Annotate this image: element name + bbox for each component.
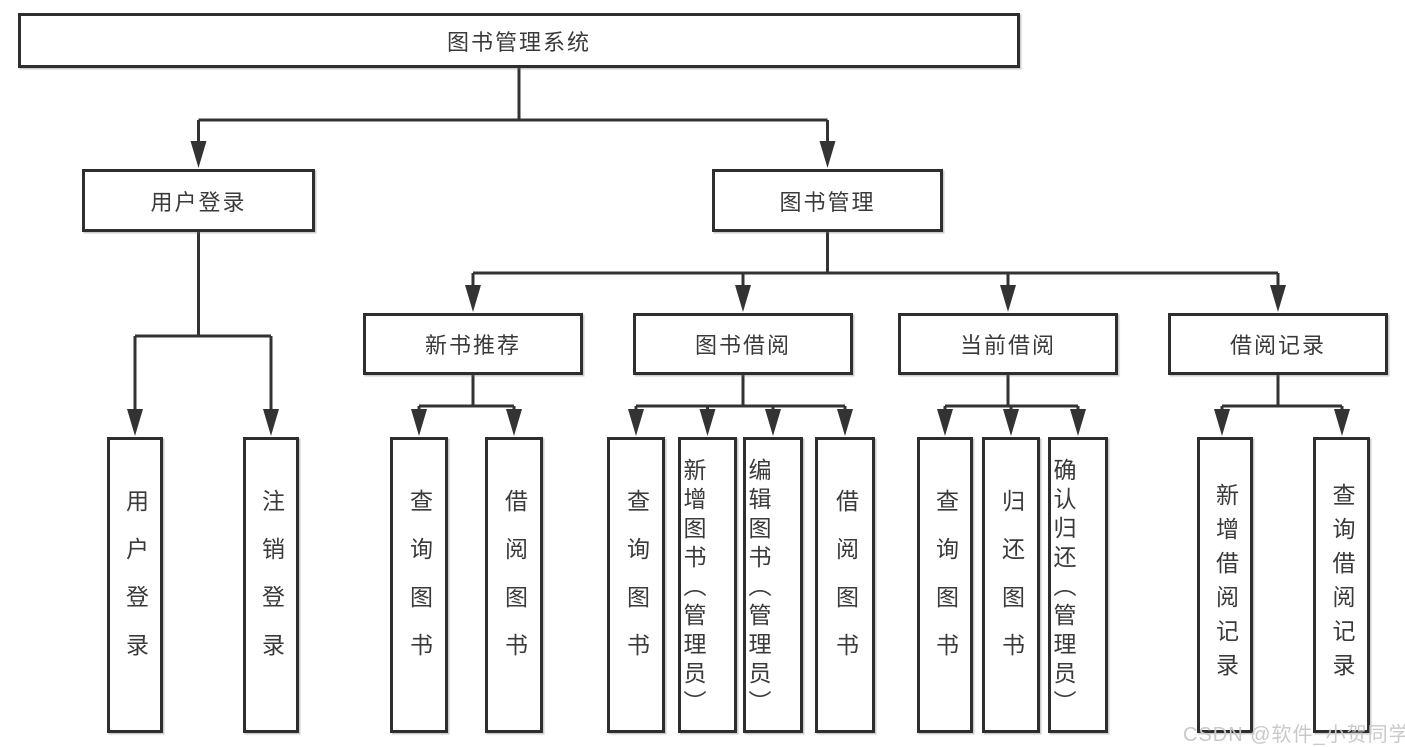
leaf-borrow-books-borrowing: 借阅图书 — [815, 437, 875, 733]
arrowheads — [127, 141, 1350, 436]
node-book-management: 图书管理 — [712, 169, 943, 232]
leaf-edit-books-admin-label: 编辑图书（管理员） — [745, 458, 771, 719]
leaf-query-books-recommend: 查询图书 — [390, 437, 448, 733]
leaf-borrow-books-recommend: 借阅图书 — [485, 437, 543, 733]
node-book-borrowing-label: 图书借阅 — [694, 333, 791, 358]
leaf-return-books: 归还图书 — [982, 437, 1040, 733]
node-root: 图书管理系统 — [18, 13, 1020, 68]
leaf-borrow-books-recommend-label: 借阅图书 — [501, 489, 528, 681]
leaf-logout-label: 注销登录 — [258, 489, 285, 681]
leaf-add-borrow-record-label: 新增借阅记录 — [1212, 483, 1239, 687]
leaf-confirm-return-admin-label: 确认归还（管理员） — [1050, 458, 1076, 719]
leaf-query-books-borrowing-label: 查询图书 — [623, 489, 650, 681]
leaf-query-books-current-label: 查询图书 — [932, 489, 959, 681]
leaf-query-borrow-record: 查询借阅记录 — [1313, 437, 1370, 733]
node-current-borrowing-label: 当前借阅 — [959, 333, 1056, 358]
node-user-login: 用户登录 — [82, 169, 315, 232]
leaf-borrow-books-borrowing-label: 借阅图书 — [832, 489, 859, 681]
node-root-label: 图书管理系统 — [446, 29, 591, 55]
leaf-logout: 注销登录 — [243, 437, 299, 733]
node-borrowing-records-label: 借阅记录 — [1229, 333, 1326, 358]
leaf-user-login: 用户登录 — [107, 437, 163, 733]
node-book-management-label: 图书管理 — [779, 189, 876, 215]
leaf-add-borrow-record: 新增借阅记录 — [1197, 437, 1253, 733]
leaf-return-books-label: 归还图书 — [998, 489, 1025, 681]
node-new-book-recommend: 新书推荐 — [363, 313, 583, 375]
leaf-edit-books-admin: 编辑图书（管理员） — [743, 437, 803, 733]
leaf-query-borrow-record-label: 查询借阅记录 — [1329, 483, 1355, 687]
node-current-borrowing: 当前借阅 — [898, 313, 1118, 375]
leaf-add-books-admin-label: 新增图书（管理员） — [680, 458, 706, 719]
csdn-watermark: CSDN @软件_小贺同学 — [1183, 724, 1405, 746]
leaf-query-books-borrowing: 查询图书 — [607, 437, 665, 733]
node-new-book-recommend-label: 新书推荐 — [424, 333, 521, 358]
leaf-query-books-recommend-label: 查询图书 — [406, 489, 433, 681]
node-user-login-label: 用户登录 — [150, 189, 247, 215]
leaf-add-books-admin: 新增图书（管理员） — [678, 437, 737, 733]
node-borrowing-records: 借阅记录 — [1168, 313, 1388, 375]
leaf-query-books-current: 查询图书 — [917, 437, 973, 733]
node-book-borrowing: 图书借阅 — [633, 313, 853, 375]
leaf-confirm-return-admin: 确认归还（管理员） — [1048, 437, 1108, 733]
leaf-user-login-label: 用户登录 — [122, 489, 149, 681]
